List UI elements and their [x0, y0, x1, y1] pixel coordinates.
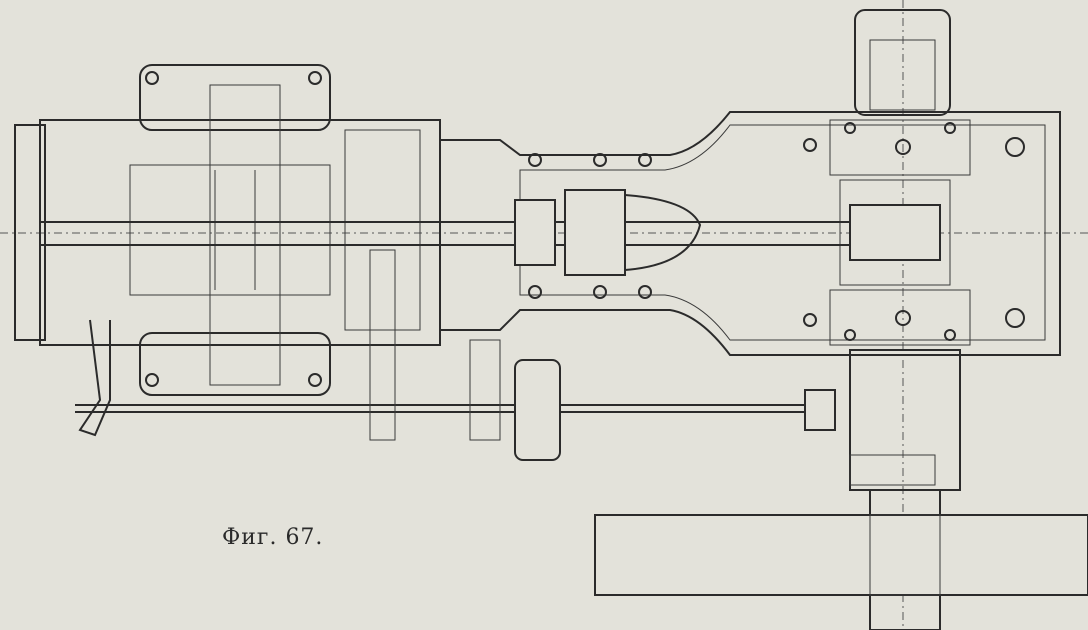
figure-caption: Фиг. 67. — [222, 525, 324, 550]
cylinder-block — [14, 64, 441, 396]
valve-gear — [75, 249, 836, 461]
frame-body — [439, 9, 1061, 356]
shaft-and-flywheel — [594, 349, 1088, 630]
piston-rod-crosshead — [40, 189, 941, 276]
bolts — [528, 122, 956, 341]
